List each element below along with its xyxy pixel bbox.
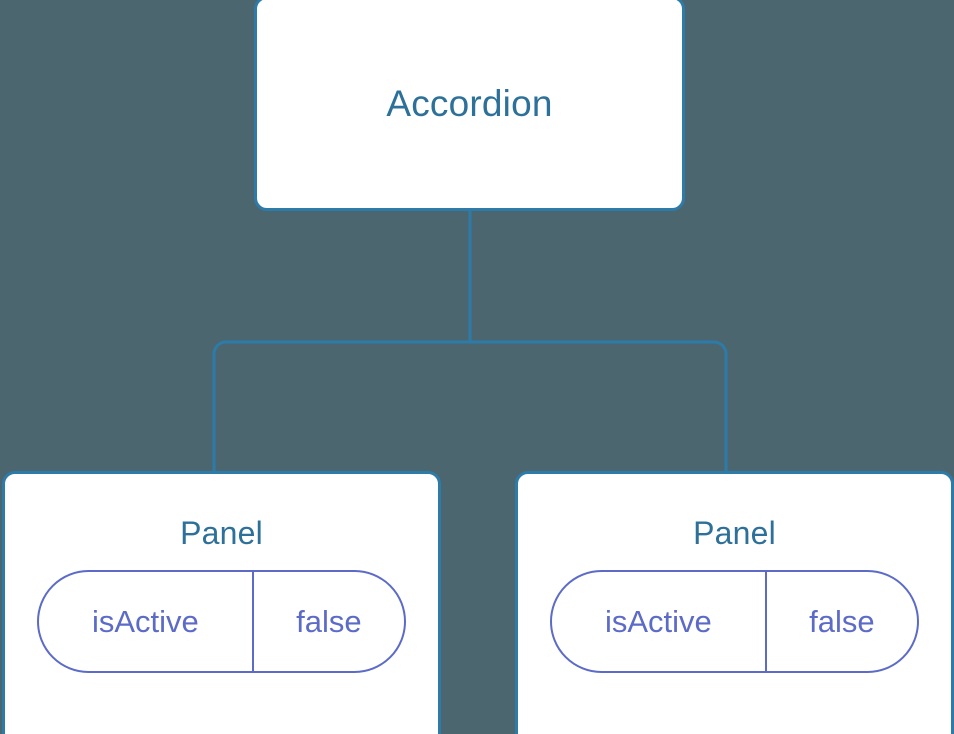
- prop-key: isActive: [552, 572, 767, 671]
- node-accordion[interactable]: Accordion: [254, 0, 685, 211]
- node-panel-2[interactable]: Panel isActive false: [515, 471, 954, 734]
- prop-value: false: [296, 604, 362, 639]
- prop-value: false: [809, 604, 875, 639]
- prop-pill-isactive-2[interactable]: isActive false: [550, 570, 919, 673]
- edge-bus-to-panel-right: [470, 340, 728, 474]
- node-accordion-title: Accordion: [386, 83, 553, 124]
- node-panel-2-title: Panel: [693, 515, 776, 551]
- edge-bus-to-panel-left: [212, 340, 470, 474]
- prop-key: isActive: [39, 572, 254, 671]
- node-panel-1[interactable]: Panel isActive false: [2, 471, 441, 734]
- prop-pill-isactive-1[interactable]: isActive false: [37, 570, 406, 673]
- node-panel-1-title: Panel: [180, 515, 263, 551]
